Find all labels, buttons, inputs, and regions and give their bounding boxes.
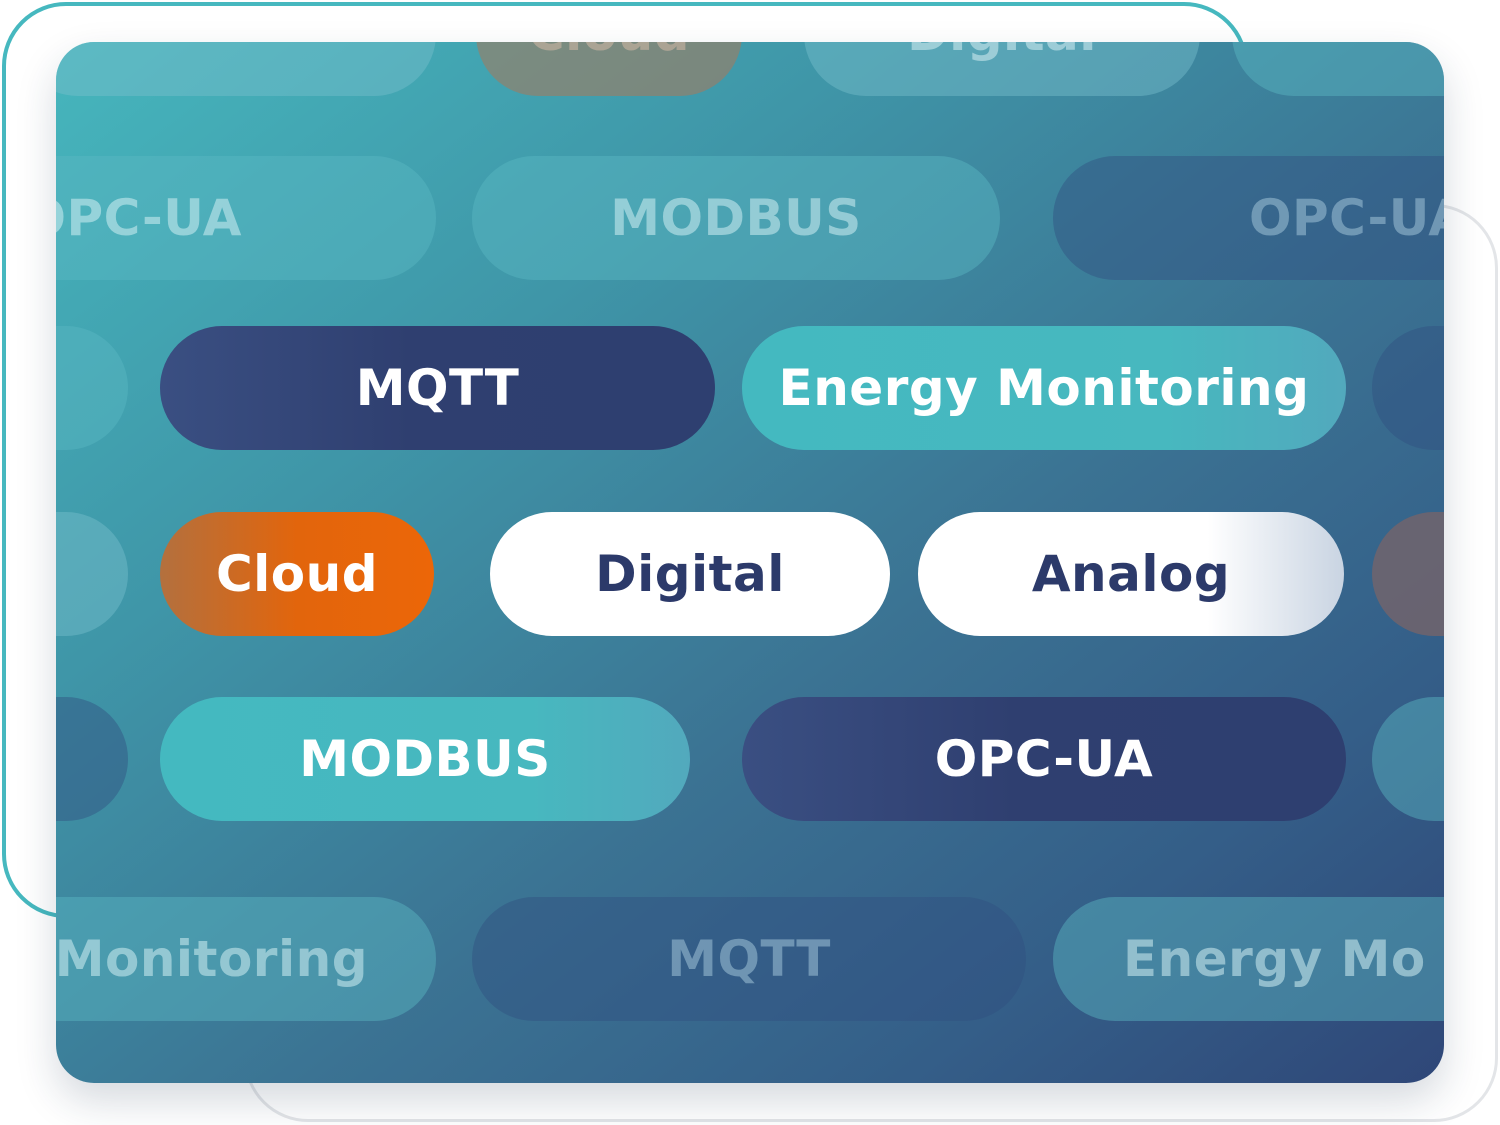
bg-pill-opcua-right: OPC-UA [1053, 156, 1444, 280]
bg-pill-modbus-top: MODBUS [472, 156, 1000, 280]
pill-label: Cloud [215, 545, 379, 603]
bg-pill-label: OPC-UA [56, 189, 242, 247]
pill-label: OPC-UA [934, 730, 1154, 788]
pill-opc-ua[interactable]: OPC-UA [742, 697, 1346, 821]
bg-pill-row4-left [56, 512, 128, 636]
bg-pill-mqtt-bottom: MQTT [472, 897, 1026, 1021]
bg-pill-label: Monitoring [56, 930, 368, 988]
pill-label: Analog [1031, 545, 1231, 603]
bg-pill-label: Cloud [528, 42, 690, 62]
bg-pill-row5-left [56, 697, 128, 821]
bg-pill-label: OPC-UA [1249, 189, 1444, 247]
bg-pill-row3-right [1372, 326, 1444, 450]
pill-digital[interactable]: Digital [490, 512, 890, 636]
bg-pill-opcua-left: OPC-UA [56, 156, 436, 280]
pill-modbus[interactable]: MODBUS [160, 697, 690, 821]
bg-pill-row3-left [56, 326, 128, 450]
bg-pill-row4-right [1372, 512, 1444, 636]
bg-pill-label: MODBUS [610, 189, 862, 247]
pill-label: Energy Monitoring [778, 359, 1310, 417]
bg-pill-cloud-top: Cloud [476, 42, 742, 96]
bg-pill-digital-top: Digital [804, 42, 1200, 96]
pill-label: Digital [595, 545, 785, 603]
bg-pill-row5-right [1372, 697, 1444, 821]
bg-pill-label: MQTT [667, 930, 831, 988]
bg-pill-energy-bottom: Energy Mo [1053, 897, 1444, 1021]
tag-cloud-card: Cloud Digital OPC-UA MODBUS OPC-UA MQTT … [56, 42, 1444, 1083]
pill-energy-monitoring[interactable]: Energy Monitoring [742, 326, 1346, 450]
pill-cloud[interactable]: Cloud [160, 512, 434, 636]
bg-pill-row1-4 [1232, 42, 1444, 96]
pill-analog[interactable]: Analog [918, 512, 1344, 636]
bg-pill-monitoring: Monitoring [56, 897, 436, 1021]
pill-label: MODBUS [299, 730, 551, 788]
pill-mqtt[interactable]: MQTT [160, 326, 715, 450]
bg-pill-row1-1 [56, 42, 436, 96]
bg-pill-label: Energy Mo [1123, 930, 1426, 988]
pill-label: MQTT [355, 359, 520, 417]
bg-pill-label: Digital [907, 42, 1097, 62]
